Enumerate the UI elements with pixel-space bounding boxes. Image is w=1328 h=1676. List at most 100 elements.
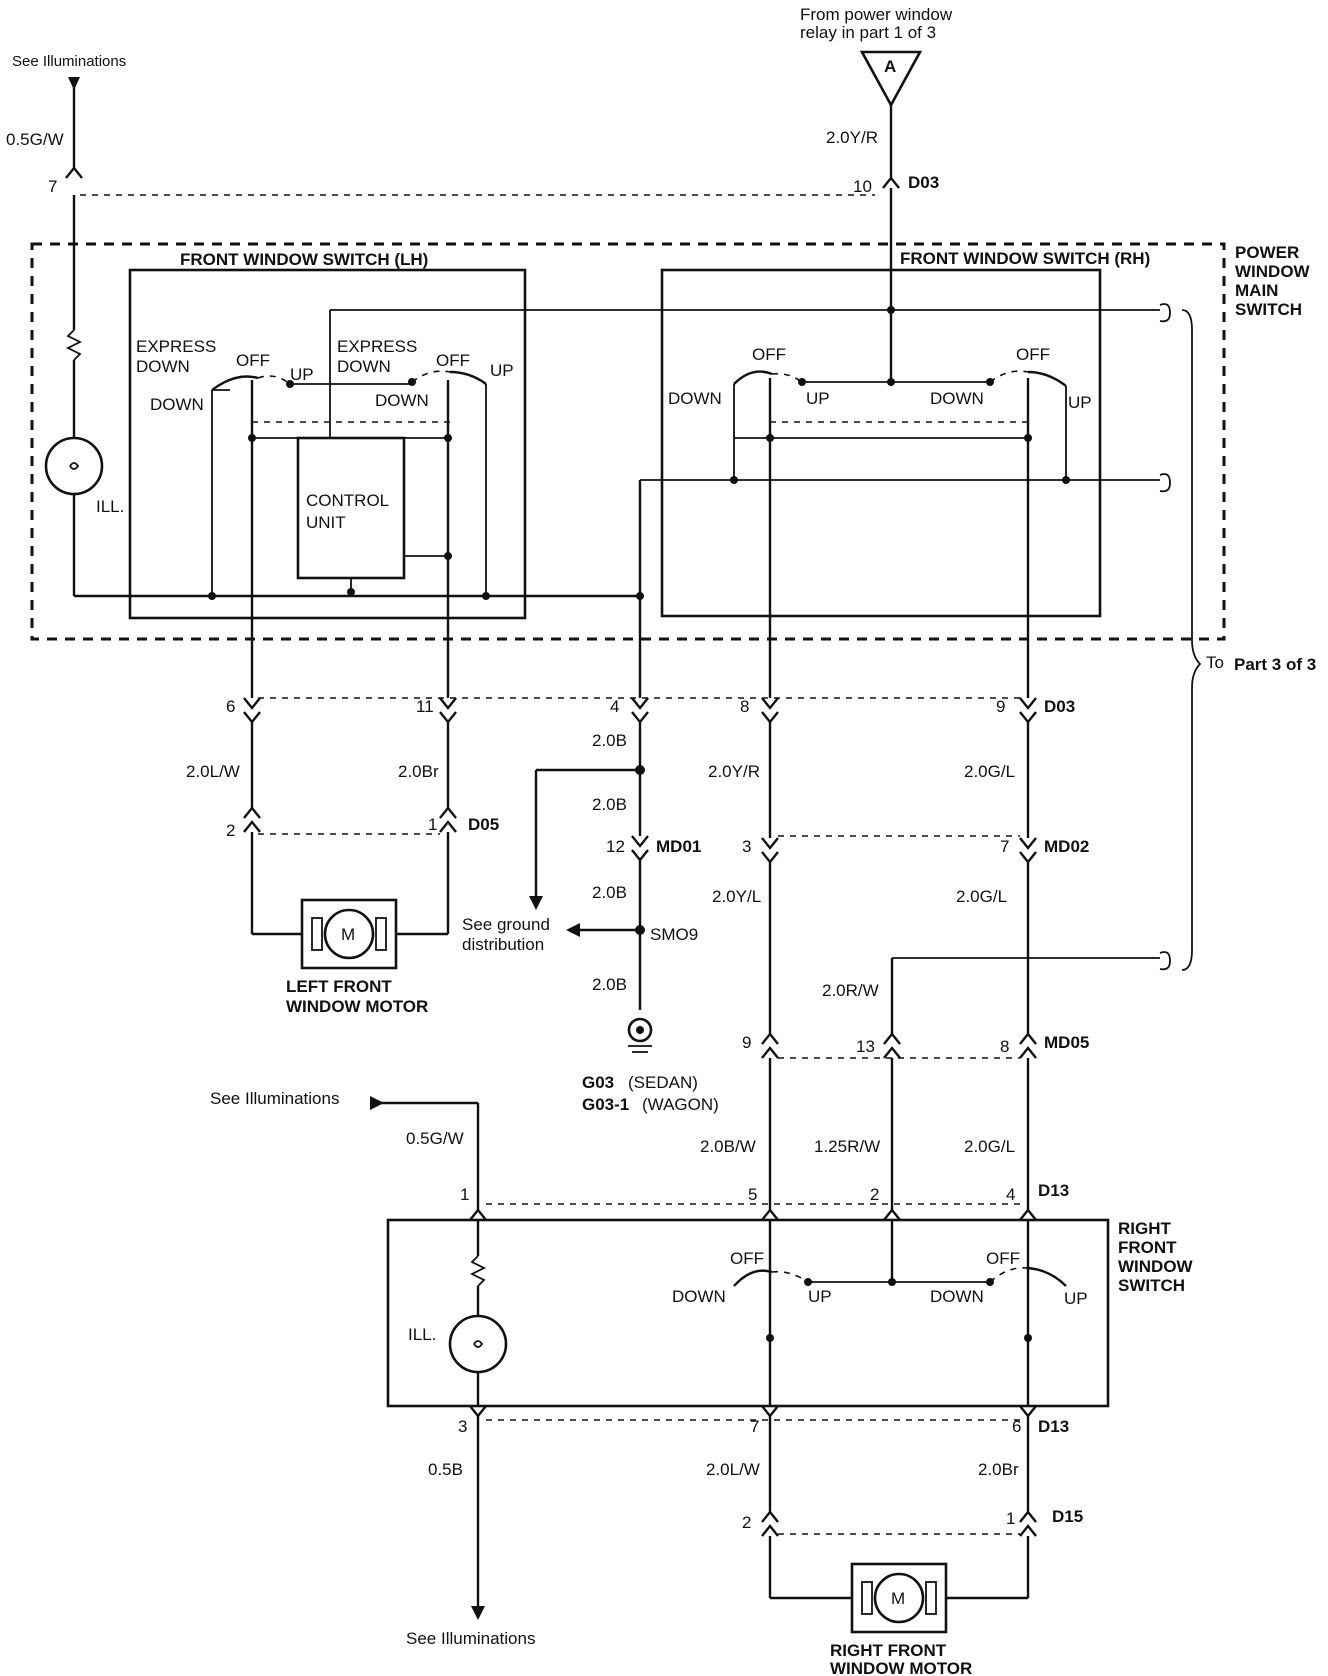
pin-d15-2: 2 [742, 1513, 751, 1532]
lh-down-2: DOWN [375, 391, 429, 410]
connector-pin-icon [65, 166, 83, 179]
connector-a-label: A [884, 57, 896, 76]
arrow-left-icon [566, 923, 580, 937]
rf-up-1: UP [808, 1287, 832, 1306]
connector-pin-icon [243, 806, 261, 833]
left-motor-label-1: LEFT FRONT [286, 977, 392, 996]
connector-a-icon [859, 50, 923, 108]
lh-off-1: OFF [236, 351, 270, 370]
ground-icon [627, 1017, 653, 1043]
wire-20b-2: 2.0B [592, 795, 627, 814]
wire-20rw: 2.0R/W [822, 981, 879, 1000]
rf-off-1: OFF [730, 1249, 764, 1268]
pin-d03-4: 4 [610, 697, 619, 716]
connector-pin-icon [631, 697, 649, 724]
rf-switch-2: FRONT [1118, 1238, 1177, 1257]
pin-d13-6: 6 [1012, 1417, 1021, 1436]
connector-pin-icon [1019, 697, 1037, 724]
conn-d15: D15 [1052, 1507, 1083, 1526]
connector-pin-icon [439, 697, 457, 724]
connector-pin-icon [1019, 837, 1037, 864]
connector-pin-icon [882, 176, 900, 189]
ground-dist-1: See ground [462, 915, 550, 934]
connector-pin-icon [469, 1208, 487, 1221]
lh-down-1: DOWN [150, 395, 204, 414]
from-relay-line2: relay in part 1 of 3 [800, 23, 936, 42]
main-switch-title-1: POWER [1235, 243, 1299, 262]
wire-20gl-lower: 2.0G/L [964, 1137, 1015, 1156]
wire-20yl: 2.0Y/L [712, 887, 761, 906]
conn-md01: MD01 [656, 837, 701, 856]
connector-pin-icon [1019, 1405, 1037, 1418]
connector-pin-icon [1019, 1208, 1037, 1221]
rf-switch-1: RIGHT [1118, 1219, 1172, 1238]
connector-pin-icon [761, 1208, 779, 1221]
arrow-down-icon [68, 77, 80, 90]
pin-md05-13: 13 [856, 1037, 875, 1056]
pin-7-top: 7 [48, 177, 57, 196]
to-part3: To [1206, 653, 1224, 672]
conn-d05: D05 [468, 815, 499, 834]
wire-20gl-2: 2.0G/L [956, 887, 1007, 906]
wire-20gl: 2.0G/L [964, 762, 1015, 781]
right-front-window-motor [850, 1562, 948, 1634]
lh-express-1: EXPRESS [136, 337, 216, 356]
pin-d13-4: 4 [1006, 1185, 1015, 1204]
right-front-window-switch-box [386, 1218, 1110, 1408]
wire-label-20yr-top: 2.0Y/R [826, 128, 878, 147]
wire-05gw-lower: 0.5G/W [406, 1129, 464, 1148]
rh-off-1: OFF [752, 345, 786, 364]
rh-up-2: UP [1068, 393, 1092, 412]
rf-off-2: OFF [986, 1249, 1020, 1268]
conn-d03-top: D03 [908, 173, 939, 192]
front-window-switch-lh-box [128, 268, 527, 620]
arrow-down-icon [529, 896, 543, 910]
pin-md05-9: 9 [742, 1033, 751, 1052]
g03-wagon-1: G03-1 [582, 1095, 629, 1114]
pin-d03-6: 6 [226, 697, 235, 716]
lh-up-1: UP [290, 365, 314, 384]
rh-off-2: OFF [1016, 345, 1050, 364]
conn-d13-top: D13 [1038, 1181, 1069, 1200]
see-illuminations-bottom: See Illuminations [406, 1629, 535, 1648]
wire-20yr: 2.0Y/R [708, 762, 760, 781]
left-front-window-motor [300, 898, 398, 970]
left-motor-m: M [341, 925, 355, 944]
control-unit-2: UNIT [306, 513, 346, 532]
lh-express-3: EXPRESS [337, 337, 417, 356]
pin-10-top: 10 [853, 177, 872, 196]
conn-d03-mid: D03 [1044, 697, 1075, 716]
control-unit-1: CONTROL [306, 491, 389, 510]
connector-pin-icon [469, 1405, 487, 1418]
wire-20lw-right: 2.0L/W [706, 1460, 760, 1479]
lh-up-2: UP [490, 361, 514, 380]
g03-sedan-1: G03 [582, 1073, 614, 1092]
pin-d13-1: 1 [460, 1185, 469, 1204]
wire-20b-3: 2.0B [592, 883, 627, 902]
ill-label-rf: ILL. [408, 1325, 436, 1344]
pin-d05-2: 2 [226, 821, 235, 840]
wire-20br-left: 2.0Br [398, 762, 439, 781]
right-motor-label-1: RIGHT FRONT [830, 1641, 947, 1660]
illumination-lamp-icon [44, 436, 104, 496]
pin-d03-9: 9 [996, 697, 1005, 716]
lh-switch-title: FRONT WINDOW SWITCH (LH) [180, 250, 428, 269]
connector-pin-icon [631, 835, 649, 862]
connector-pin-icon [761, 1032, 779, 1059]
front-window-switch-rh-box [660, 268, 1102, 618]
connector-pin-icon [439, 806, 457, 833]
lh-express-4: DOWN [337, 357, 391, 376]
see-illuminations-top-left: See Illuminations [12, 53, 126, 70]
right-motor-m: M [891, 1589, 905, 1608]
rh-up-1: UP [806, 389, 830, 408]
arrow-down-icon [471, 1606, 485, 1620]
rh-down-2: DOWN [930, 389, 984, 408]
pin-md02-7: 7 [1000, 837, 1009, 856]
pin-md05-8: 8 [1000, 1037, 1009, 1056]
pin-md01-12: 12 [606, 837, 625, 856]
wire-20b-4: 2.0B [592, 975, 627, 994]
rf-up-2: UP [1064, 1289, 1088, 1308]
rf-down-1: DOWN [672, 1287, 726, 1306]
wire-05b: 0.5B [428, 1460, 463, 1479]
connector-pin-icon [883, 1032, 901, 1059]
